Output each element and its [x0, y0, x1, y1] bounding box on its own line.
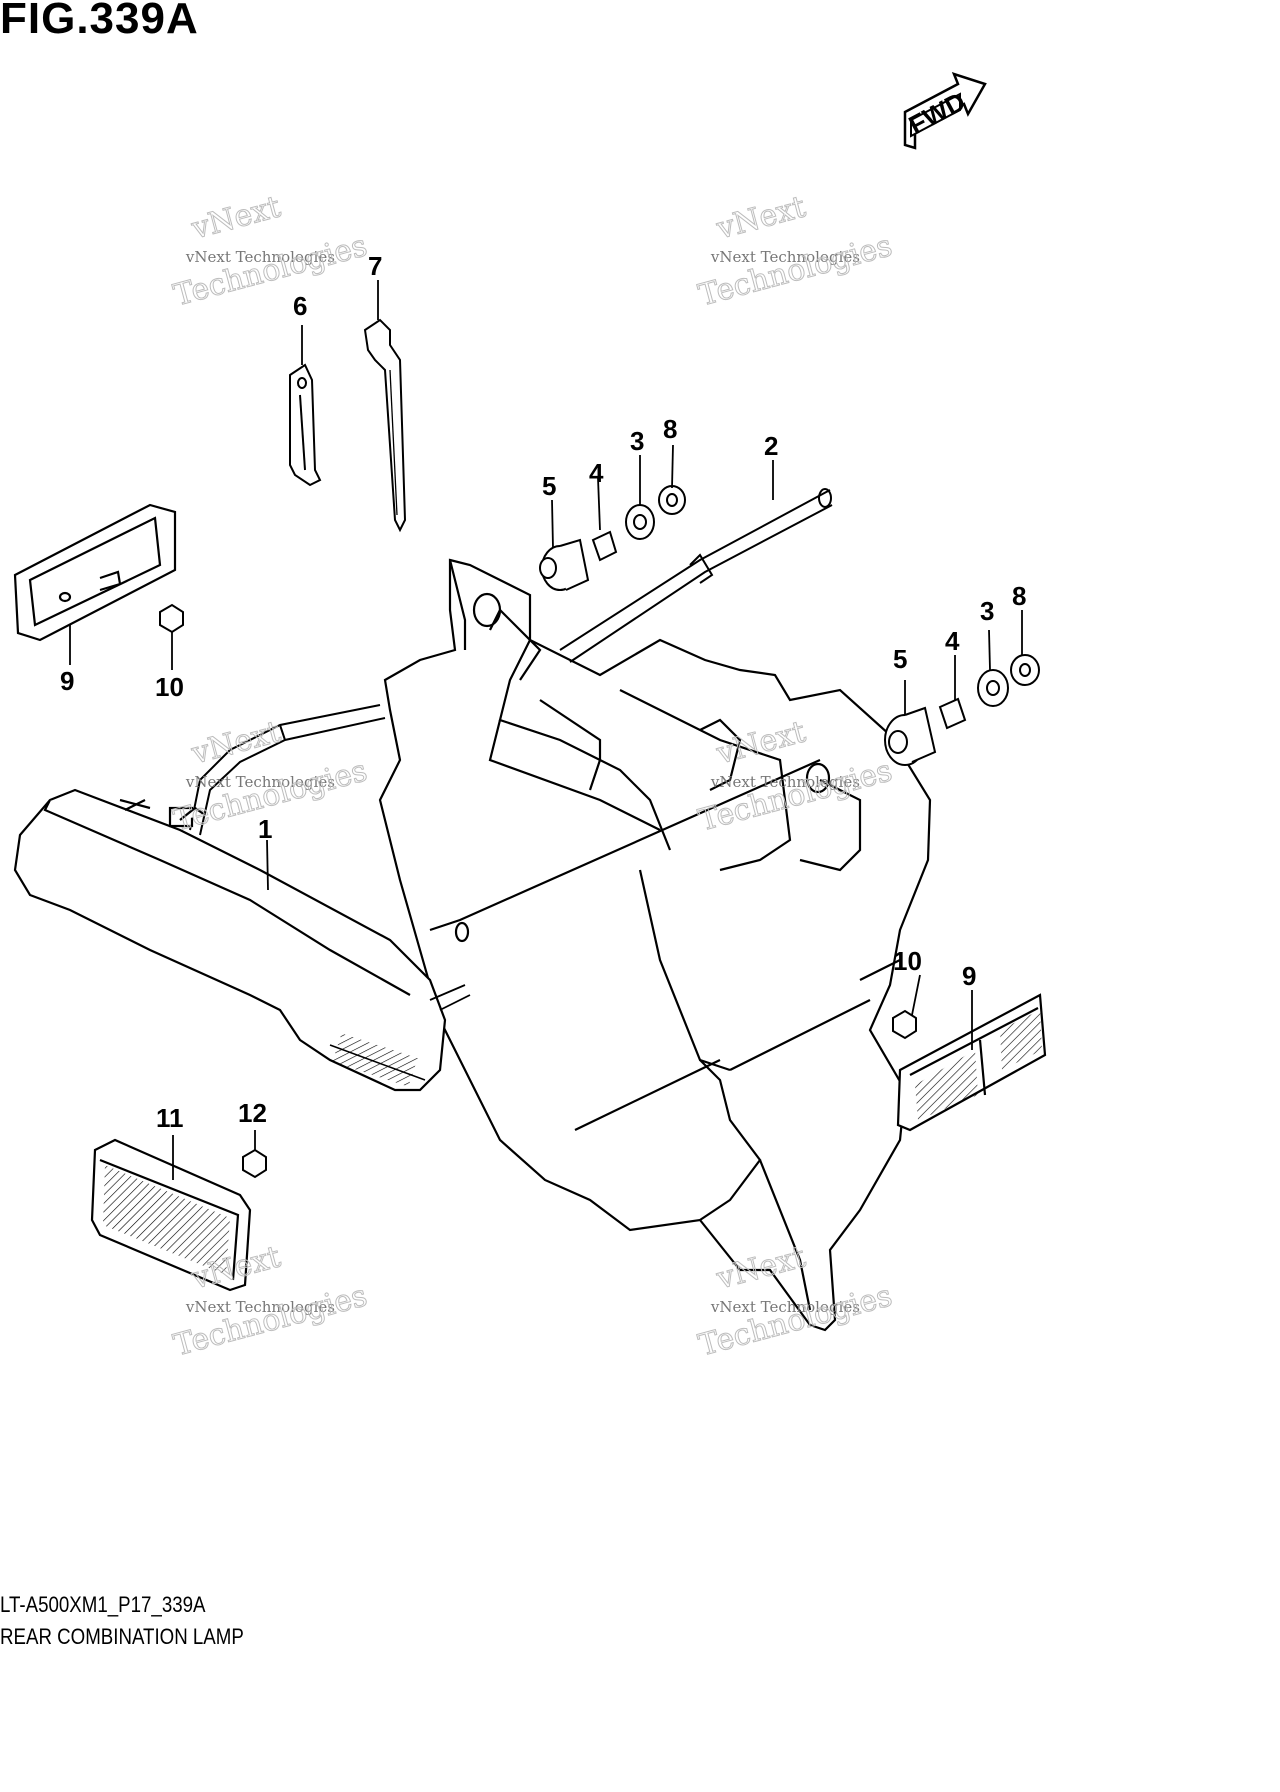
svg-text:vNext Technologies: vNext Technologies [185, 773, 335, 791]
svg-text:vNext Technologies: vNext Technologies [710, 1298, 860, 1316]
lamp-wire [189, 704, 386, 836]
svg-text:vNext Technologies: vNext Technologies [185, 1298, 335, 1316]
figure-title: FIG.339A [0, 0, 199, 43]
watermark-top-right: vNext vNext Technologies Technologies [694, 189, 896, 314]
callout-10-right: 10 [893, 946, 922, 976]
callout-1: 1 [258, 814, 272, 844]
callout-12: 12 [238, 1098, 267, 1128]
svg-text:vNext Technologies: vNext Technologies [710, 248, 860, 266]
mount-hardware-upper [539, 485, 686, 591]
callout-6: 6 [293, 291, 307, 321]
svg-text:vNext: vNext [712, 1239, 809, 1296]
svg-text:vNext: vNext [187, 714, 284, 771]
svg-text:vNext Technologies: vNext Technologies [710, 773, 860, 791]
rear-lamp-bracket [378, 558, 932, 1332]
callout-4-upper: 4 [589, 458, 604, 488]
callout-5-lower: 5 [893, 644, 907, 674]
side-reflector [90, 1138, 252, 1292]
rear-combination-lamp [13, 788, 471, 1092]
callout-9-right: 9 [962, 961, 976, 991]
callout-2: 2 [764, 431, 778, 461]
wire-clamp [289, 363, 322, 487]
callout-8-upper: 8 [663, 414, 677, 444]
watermark-bottom-right: vNext vNext Technologies Technologies [694, 1239, 896, 1364]
cable-tie [363, 318, 407, 533]
diagram-name: REAR COMBINATION LAMP [0, 1624, 244, 1649]
callout-7: 7 [368, 251, 382, 281]
watermark-top-left: vNext vNext Technologies Technologies [169, 189, 371, 314]
wire-harness [559, 488, 833, 663]
callouts: 1 2 3 3 4 4 5 5 6 7 8 8 9 9 10 10 11 12 [60, 251, 1026, 1133]
callout-9-left: 9 [60, 666, 74, 696]
mount-hardware-lower [884, 654, 1040, 766]
callout-11: 11 [156, 1103, 184, 1133]
callout-3-upper: 3 [630, 426, 644, 456]
svg-text:vNext Technologies: vNext Technologies [185, 248, 335, 266]
svg-text:vNext: vNext [712, 189, 809, 246]
leader-lines [69, 280, 1023, 1180]
diagram-code: LT-A500XM1_P17_339A [0, 1592, 206, 1617]
reflector-left [13, 503, 177, 642]
svg-text:vNext: vNext [712, 714, 809, 771]
reflector-right [896, 993, 1047, 1132]
fwd-arrow-icon: FWD [904, 71, 987, 150]
callout-10-left: 10 [155, 672, 184, 702]
callout-5-upper: 5 [542, 471, 556, 501]
callout-8-lower: 8 [1012, 581, 1026, 611]
svg-text:vNext: vNext [187, 189, 284, 246]
callout-3-lower: 3 [980, 596, 994, 626]
callout-4-lower: 4 [945, 626, 960, 656]
